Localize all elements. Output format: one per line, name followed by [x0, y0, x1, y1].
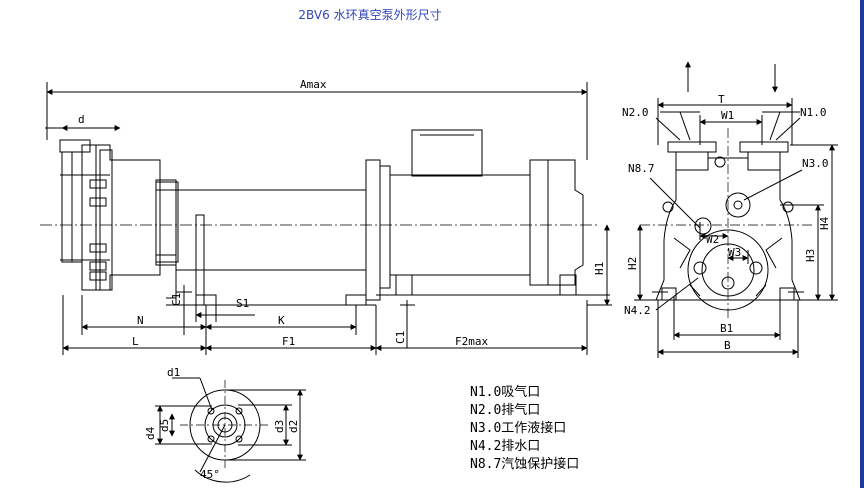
legend-item: N3.0工作液接口 [470, 421, 567, 436]
port-n87: N8.7 [628, 162, 655, 175]
dim-d2: d2 [287, 420, 300, 433]
legend-item: N8.7汽蚀保护接口 [470, 457, 580, 472]
dim-w2: W2 [706, 233, 719, 246]
dim-n: N [137, 314, 144, 327]
dim-d1: d1 [167, 366, 180, 379]
legend-item: N2.0排气口 [470, 403, 541, 418]
port-n30: N3.0 [802, 157, 829, 170]
dim-f2max: F2max [455, 335, 488, 348]
dim-b1: B1 [720, 322, 733, 335]
side-view [40, 82, 612, 355]
legend-item: N1.0吸气口 [470, 385, 541, 400]
dim-f1: F1 [282, 335, 295, 348]
legend-item: N4.2排水口 [470, 439, 541, 454]
dim-l: L [132, 335, 139, 348]
dim-h3: H3 [804, 249, 817, 262]
flange-view [155, 377, 306, 483]
port-n42: N4.2 [624, 304, 651, 317]
port-n10: N1.0 [800, 106, 827, 119]
dim-h2: H2 [626, 257, 639, 270]
port-n20: N2.0 [622, 106, 649, 119]
dim-c1-right: C1 [394, 331, 407, 344]
dim-s1: S1 [236, 297, 249, 310]
drawing-title: 2BV6 水环真空泵外形尺寸 [298, 8, 442, 22]
dim-amax: Amax [300, 78, 327, 91]
dim-d3: d3 [273, 420, 286, 433]
port-legend: N1.0吸气口 N2.0排气口 N3.0工作液接口 N4.2排水口 N8.7汽蚀… [470, 384, 579, 474]
dim-k: K [278, 314, 285, 327]
dim-h1: H1 [593, 262, 606, 275]
dim-w3: W3 [728, 246, 741, 259]
dim-d: d [78, 113, 85, 126]
dim-d4: d4 [144, 426, 157, 440]
dim-b: B [724, 339, 731, 352]
window-edge [860, 0, 864, 488]
dim-d5: d5 [158, 419, 171, 432]
end-view [634, 61, 838, 358]
dim-t: T [718, 93, 725, 106]
dim-c1-left: C1 [170, 293, 183, 306]
dim-angle: 45° [200, 468, 220, 481]
dim-w1: W1 [721, 109, 734, 122]
dim-h4: H4 [818, 216, 831, 230]
